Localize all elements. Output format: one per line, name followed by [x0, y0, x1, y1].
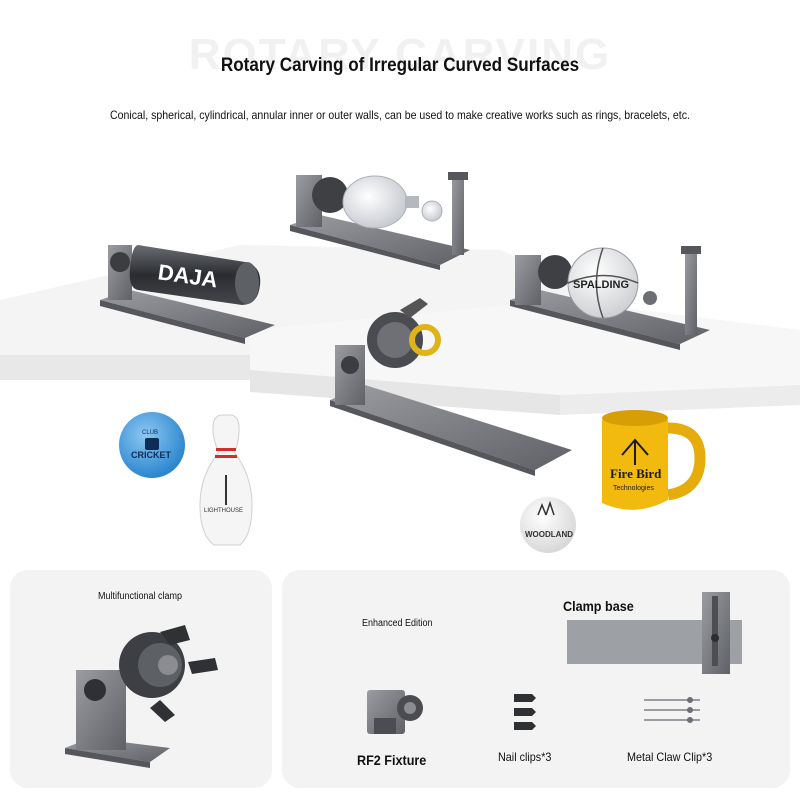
basketball-brand: SPALDING	[573, 279, 629, 291]
ring-clamp-fixture	[330, 298, 572, 476]
light-bulb-icon	[342, 175, 419, 229]
mug-icon: Fire Bird Technologies	[602, 410, 706, 510]
basketball-icon: SPALDING	[567, 247, 639, 319]
rf2-fixture-label: RF2 Fixture	[357, 752, 427, 768]
bowling-pin-icon: LIGHTHOUSE	[199, 414, 253, 546]
golf-ball-text: WOODLAND	[525, 530, 573, 539]
multifunctional-clamp-card: Multifunctional clamp	[10, 570, 272, 788]
cricket-ball-text: CRICKET	[131, 450, 172, 460]
metal-claw-clip-label: Metal Claw Clip*3	[627, 750, 713, 764]
rf2-fixture-icon	[367, 690, 423, 734]
page-title: Rotary Carving of Irregular Curved Surfa…	[220, 55, 580, 76]
title-watermark: ROTARY CARVING	[188, 30, 612, 79]
golf-ball-icon: WOODLAND	[520, 497, 576, 553]
nail-clips-label: Nail clips*3	[498, 750, 552, 764]
clamp-base-label: Clamp base	[563, 598, 634, 614]
tumbler-fixture: DAJA	[100, 245, 275, 344]
metal-claw-clips-icon	[644, 697, 700, 723]
enhanced-edition-label: Enhanced Edition	[362, 618, 433, 629]
basketball-fixture: SPALDING	[510, 246, 710, 350]
cricket-ball-top: CLUB	[142, 430, 158, 436]
multifunctional-clamp-label: Multifunctional clamp	[98, 591, 183, 602]
page-subtitle: Conical, spherical, cylindrical, annular…	[110, 108, 690, 122]
bulb-fixture	[290, 172, 470, 270]
tumbler-icon: DAJA	[129, 245, 261, 305]
bowling-pin-text: LIGHTHOUSE	[204, 508, 243, 514]
cricket-ball-icon: CLUB CRICKET	[119, 412, 185, 478]
mug-text-line2: Technologies	[613, 485, 654, 492]
enhanced-edition-card: Enhanced Edition Clamp base RF2 Fixture …	[282, 570, 790, 788]
clamp-base-icon	[567, 592, 742, 674]
mug-text-line1: Fire Bird	[610, 466, 662, 481]
multifunctional-clamp-icon	[65, 625, 218, 768]
nail-clips-icon	[514, 694, 536, 730]
hero-illustration: DAJA SPALDING	[0, 172, 800, 553]
ring-icon	[409, 324, 441, 356]
